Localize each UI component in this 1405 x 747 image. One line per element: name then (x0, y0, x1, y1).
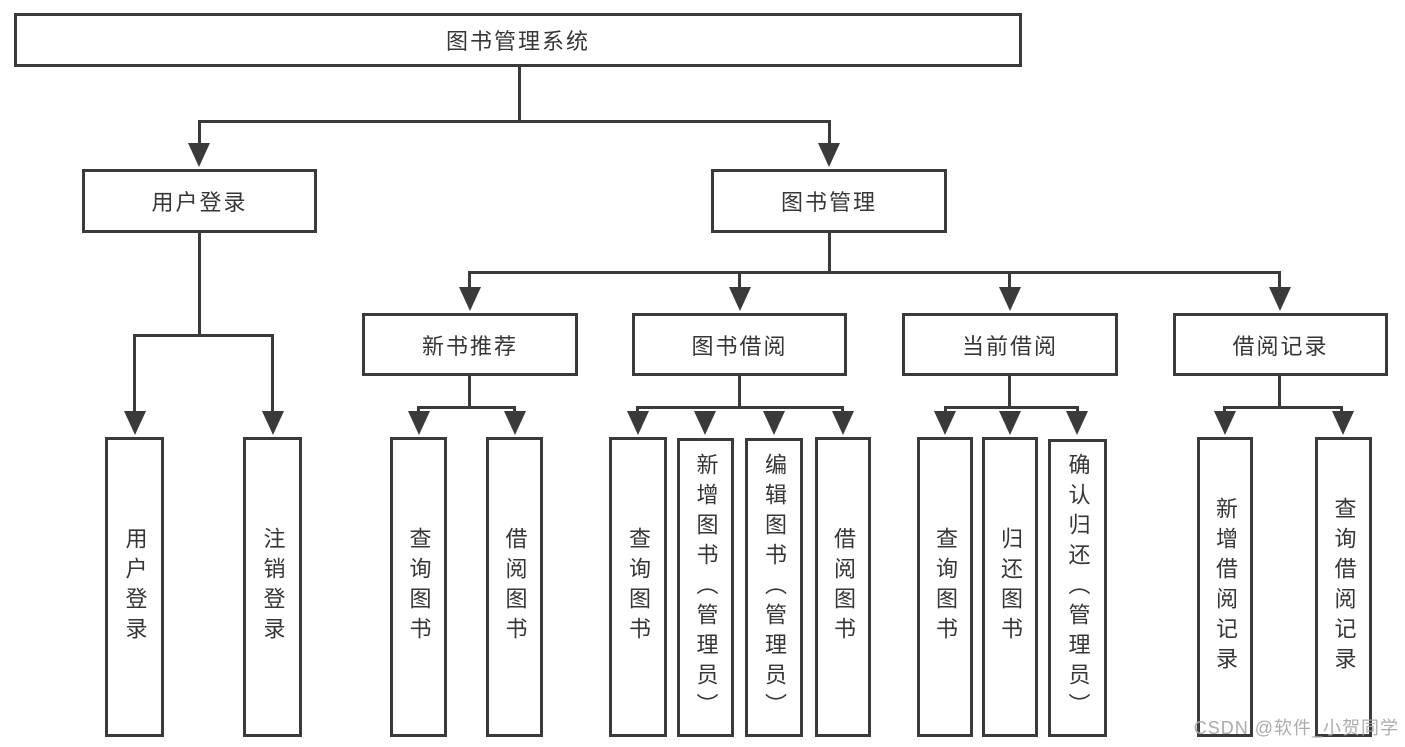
connector-line (1223, 406, 1226, 415)
connector-line (133, 334, 274, 337)
node-label: 新增借阅记录 (1213, 497, 1238, 677)
arrow-down-icon (1332, 411, 1354, 435)
node-label: 归还图书 (998, 527, 1023, 647)
arrow-down-icon (934, 411, 956, 435)
leaf-query-borrow-record: 查询借阅记录 (1315, 437, 1372, 737)
node-current-borrowing: 当前借阅 (902, 313, 1118, 376)
arrow-down-icon (818, 143, 840, 167)
leaf-return-books: 归还图书 (982, 437, 1038, 737)
connector-line (828, 233, 831, 274)
node-label: 图书管理系统 (445, 29, 590, 54)
connector-line (738, 376, 741, 409)
arrow-down-icon (1269, 287, 1291, 311)
node-label: 当前借阅 (961, 333, 1058, 359)
node-label: 查询图书 (406, 527, 432, 647)
connector-line (198, 233, 201, 337)
connector-line (518, 67, 521, 123)
arrow-down-icon (627, 411, 649, 435)
arrow-down-icon (188, 143, 210, 167)
node-label: 查询图书 (626, 527, 651, 647)
node-label: 查询图书 (933, 527, 958, 647)
connector-line (468, 376, 471, 409)
node-label: 图书借阅 (691, 333, 788, 359)
leaf-add-borrow-record: 新增借阅记录 (1197, 437, 1253, 737)
connector-line (417, 406, 420, 415)
arrow-down-icon (694, 411, 716, 435)
node-new-book-recommend: 新书推荐 (362, 313, 578, 376)
connector-line (944, 406, 1079, 409)
node-label: 确认归还（管理员） (1065, 453, 1091, 723)
connector-line (828, 120, 831, 146)
arrow-down-icon (1214, 411, 1236, 435)
arrow-down-icon (763, 411, 785, 435)
connector-line (1223, 406, 1343, 409)
connector-line (468, 271, 1281, 274)
node-borrowing-records: 借阅记录 (1173, 313, 1388, 376)
connector-line (1008, 271, 1011, 291)
node-label: 新书推荐 (421, 333, 518, 359)
leaf-confirm-return-admin: 确认归还（管理员） (1048, 439, 1107, 737)
arrow-down-icon (408, 411, 430, 435)
node-label: 查询借阅记录 (1331, 497, 1357, 677)
leaf-user-login: 用户登录 (105, 437, 164, 737)
node-label: 用户登录 (122, 527, 148, 647)
connector-line (468, 271, 471, 291)
connector-line (944, 406, 947, 415)
node-label: 编辑图书（管理员） (762, 452, 787, 723)
node-label: 借阅记录 (1232, 333, 1329, 359)
arrow-down-icon (262, 411, 284, 435)
leaf-add-books-admin: 新增图书（管理员） (677, 438, 734, 737)
connector-line (636, 406, 639, 415)
connector-line (1278, 271, 1281, 291)
arrow-down-icon (1066, 411, 1088, 435)
arrow-down-icon (459, 287, 481, 311)
leaf-borrow-books-recommend: 借阅图书 (486, 437, 543, 737)
connector-line (1340, 406, 1343, 415)
node-label: 用户登录 (151, 190, 248, 215)
arrow-down-icon (504, 411, 526, 435)
connector-line (133, 334, 136, 414)
connector-line (513, 406, 516, 415)
connector-line (1278, 376, 1281, 409)
node-library-management-system: 图书管理系统 (14, 13, 1022, 67)
node-label: 借阅图书 (831, 527, 856, 647)
connector-line (1076, 406, 1079, 415)
connector-line (1008, 376, 1011, 409)
arrow-down-icon (124, 411, 146, 435)
arrow-down-icon (999, 411, 1021, 435)
leaf-logout: 注销登录 (243, 437, 302, 737)
leaf-query-books-current: 查询图书 (917, 437, 973, 737)
node-label: 图书管理 (780, 190, 877, 215)
node-label: 注销登录 (260, 527, 286, 647)
connector-line (738, 271, 741, 291)
leaf-borrow-books: 借阅图书 (815, 437, 871, 737)
connector-line (636, 406, 844, 409)
connector-line (198, 120, 201, 146)
node-label: 新增图书（管理员） (693, 452, 719, 723)
arrow-down-icon (832, 411, 854, 435)
node-book-management: 图书管理 (711, 169, 947, 233)
node-user-login: 用户登录 (82, 169, 317, 233)
leaf-edit-books-admin: 编辑图书（管理员） (745, 438, 803, 737)
node-book-borrowing: 图书借阅 (632, 313, 847, 376)
node-label: 借阅图书 (502, 527, 528, 647)
leaf-query-books-recommend: 查询图书 (390, 437, 447, 737)
connector-line (417, 406, 516, 409)
arrow-down-icon (999, 287, 1021, 311)
csdn-watermark: CSDN @软件_小贺同学 (1193, 718, 1399, 738)
connector-line (841, 406, 844, 415)
connector-line (198, 120, 831, 123)
arrow-down-icon (729, 287, 751, 311)
connector-line (271, 334, 274, 414)
leaf-query-books-borrowing: 查询图书 (609, 437, 667, 737)
